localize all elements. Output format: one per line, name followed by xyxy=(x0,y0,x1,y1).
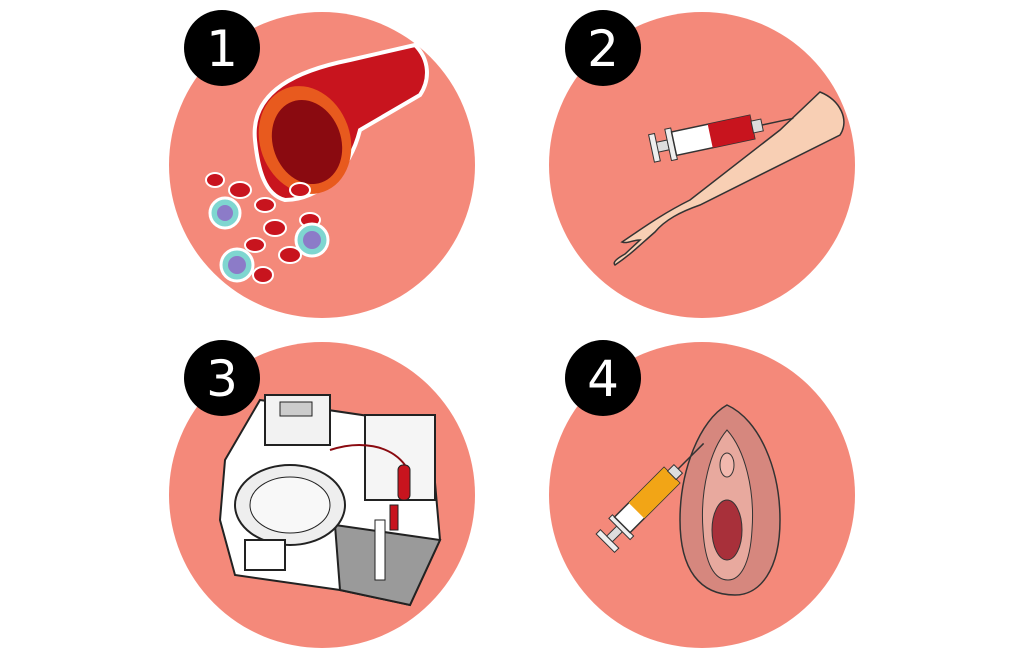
arm-blood-draw-icon xyxy=(613,91,845,266)
step-badge xyxy=(565,10,641,86)
vulva-injection-icon xyxy=(595,404,781,596)
centrifuge-machine-icon xyxy=(218,394,442,607)
step-number: 3 xyxy=(206,350,238,408)
step-number: 2 xyxy=(587,20,619,78)
step-4: 4 xyxy=(549,340,855,648)
step-badge xyxy=(184,340,260,416)
step-number: 1 xyxy=(206,20,238,78)
step-badge xyxy=(565,340,641,416)
step-number: 4 xyxy=(587,350,619,408)
step-badge xyxy=(184,10,260,86)
step-3: 3 xyxy=(169,340,475,648)
blood-vessel-icon xyxy=(205,42,429,284)
step-1: 1 xyxy=(169,10,475,318)
step-2: 2 xyxy=(549,10,855,318)
